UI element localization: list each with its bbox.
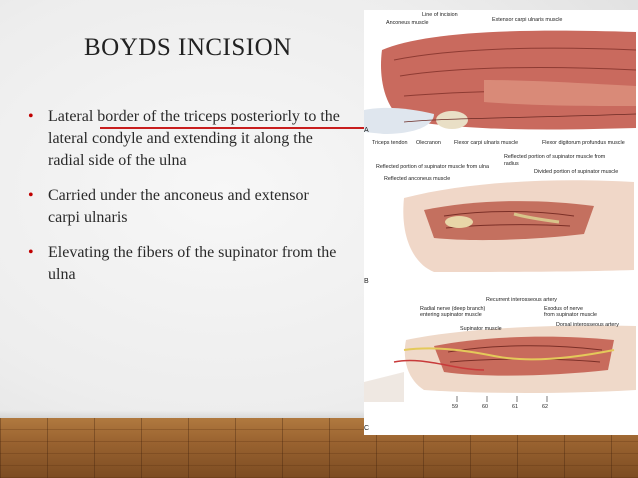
bullet-text: Lateral border of the triceps posteriorl… — [48, 108, 340, 169]
panel-c-letter: C — [364, 425, 369, 432]
label-triceps: Triceps tendon — [372, 140, 407, 146]
figure-number: 59 — [452, 404, 458, 410]
panel-b-drawing — [403, 180, 634, 272]
label-sup-radius-2: radius — [504, 161, 519, 167]
panel-b-letter: B — [364, 278, 369, 285]
bullet-icon: • — [28, 244, 34, 261]
label-fdp: Flexor digitorum profundus muscle — [542, 140, 625, 146]
label-divided-sup: Divided portion of supinator muscle — [534, 169, 618, 175]
label-anconeus: Anconeus muscle — [386, 20, 429, 26]
label-sup-radius-1: Reflected portion of supinator muscle fr… — [504, 154, 606, 160]
anatomy-illustration: Line of incision Anconeus muscle Extenso… — [364, 12, 637, 432]
slide-title: BOYDS INCISION — [84, 34, 292, 61]
bullet-list: • Lateral border of the triceps posterior… — [24, 106, 344, 299]
label-sup-ulna: Reflected portion of supinator muscle fr… — [376, 164, 489, 170]
bullet-icon: • — [28, 108, 34, 125]
figure-number: 60 — [482, 404, 488, 410]
panel-c-drawing — [364, 325, 636, 402]
figure-number: 62 — [542, 404, 548, 410]
label-dorsal: Dorsal interosseous artery — [556, 322, 619, 328]
label-olecranon: Olecranon — [416, 140, 441, 146]
bullet-text: Carried under the anconeus and extensor … — [48, 187, 309, 226]
figure-number: 61 — [512, 404, 518, 410]
panel-a-letter: A — [364, 127, 369, 134]
label-ecu: Extensor carpi ulnaris muscle — [492, 17, 562, 23]
bullet-icon: • — [28, 187, 34, 204]
label-exodus-1: Exodus of nerve — [544, 306, 583, 312]
label-line-of-incision: Line of incision — [422, 12, 458, 18]
label-supinator: Supinator muscle — [460, 326, 502, 332]
accent-underline — [100, 127, 368, 129]
label-recurrent: Recurrent interosseous artery — [486, 297, 557, 303]
panel-a-drawing — [364, 30, 637, 134]
label-exodus-2: from supinator muscle — [544, 312, 597, 318]
label-radial-nerve-2: entering supinator muscle — [420, 312, 482, 318]
anatomy-figure: Line of incision Anconeus muscle Extenso… — [364, 10, 638, 435]
bullet-item: • Lateral border of the triceps posterior… — [24, 106, 344, 172]
bullet-item: • Elevating the fibers of the supinator f… — [24, 242, 344, 286]
bullet-item: • Carried under the anconeus and extensor… — [24, 185, 344, 229]
label-anconeus-reflected: Reflected anconeus muscle — [384, 176, 450, 182]
label-radial-nerve-1: Radial nerve (deep branch) — [420, 306, 486, 312]
label-fcu: Flexor carpi ulnaris muscle — [454, 140, 518, 146]
bullet-text: Elevating the fibers of the supinator fr… — [48, 244, 337, 283]
